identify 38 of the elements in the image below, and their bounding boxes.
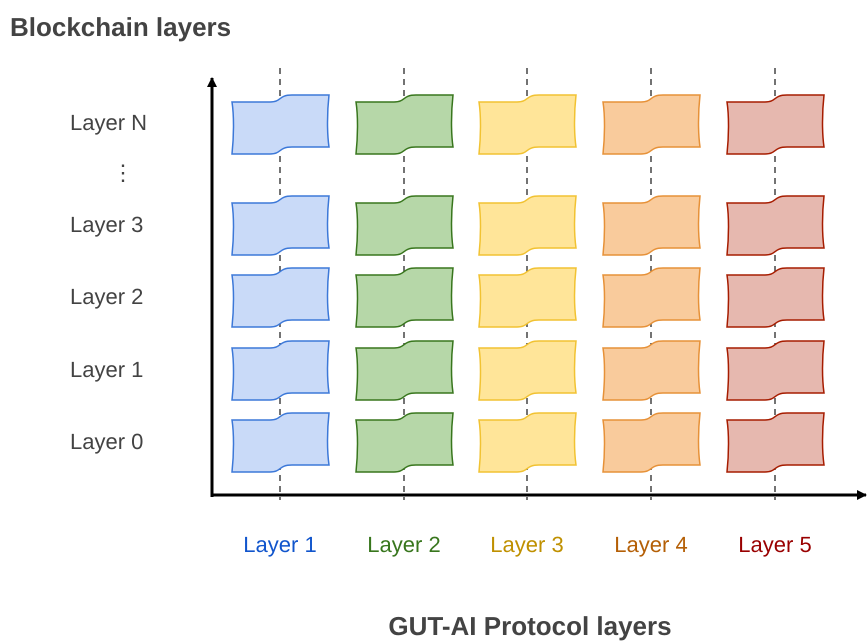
column-label: Layer 5 [738, 532, 812, 558]
flag-shape [355, 340, 454, 401]
flag-shape [726, 340, 825, 401]
flag-shape [478, 412, 577, 473]
row-label: Layer 2 [70, 284, 144, 310]
flag-shape [231, 412, 330, 473]
flag-shape [478, 267, 577, 328]
flag-shape [355, 412, 454, 473]
flag-shape [231, 340, 330, 401]
flag-shape [355, 94, 454, 155]
flag-shape [602, 94, 701, 155]
flag-shape [602, 340, 701, 401]
flag-shape [726, 195, 825, 256]
flag-shape [602, 195, 701, 256]
row-label: Layer 0 [70, 429, 144, 455]
flag-shape [602, 267, 701, 328]
flag-shape [726, 94, 825, 155]
flag-shape [355, 267, 454, 328]
flag-shape [602, 412, 701, 473]
column-label: Layer 3 [490, 532, 564, 558]
column-label: Layer 2 [367, 532, 441, 558]
row-label: Layer 1 [70, 357, 144, 383]
flag-shape [478, 94, 577, 155]
axis-title: Blockchain layers [10, 12, 232, 43]
flag-shape [726, 267, 825, 328]
flag-shape [355, 195, 454, 256]
column-label: Layer 4 [614, 532, 688, 558]
flag-shape [478, 340, 577, 401]
axis-title: GUT-AI Protocol layers [388, 611, 672, 642]
row-label: Layer 3 [70, 212, 144, 238]
flag-shape [231, 195, 330, 256]
column-label: Layer 1 [243, 532, 317, 558]
ellipsis: ⋮ [112, 160, 134, 186]
flag-shape [726, 412, 825, 473]
flag-shape [231, 267, 330, 328]
row-label: Layer N [70, 110, 148, 136]
flag-shape [231, 94, 330, 155]
flag-shape [478, 195, 577, 256]
